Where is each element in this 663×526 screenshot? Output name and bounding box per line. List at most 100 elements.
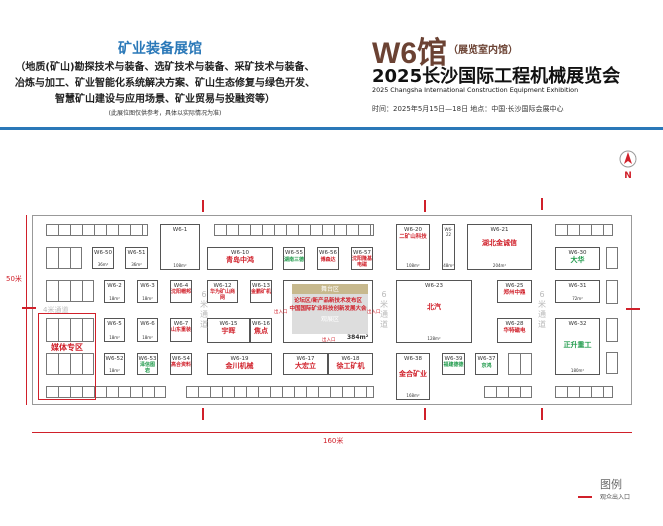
entrance-arrow-icon	[202, 408, 204, 420]
booth-exhibitor: 大宏立	[295, 362, 316, 370]
booth-area: 18m²	[109, 335, 120, 340]
booth-exhibitor: 宇晖	[221, 327, 236, 335]
booth-exhibitor: 沈阳帽邦	[171, 289, 192, 295]
booth-id: W6-51	[127, 250, 146, 256]
small-booth-row[interactable]	[46, 318, 94, 342]
booth-id: W6-7	[173, 321, 189, 327]
small-booth-row[interactable]	[508, 353, 532, 375]
booth-id: W6-17	[296, 356, 315, 362]
booth-area: 204m²	[492, 263, 507, 268]
small-booth-row[interactable]	[46, 247, 82, 269]
booth-area: 18m²	[142, 335, 153, 340]
booth-id: W6-55	[285, 250, 303, 256]
booth-id: W6-56	[319, 250, 337, 256]
booth-exhibitor: 北汽	[427, 303, 441, 311]
booth-id: W6-20	[404, 227, 422, 233]
booth-area: 18m²	[142, 296, 153, 301]
width-dimension-line	[32, 432, 632, 433]
legend-entrance: 观众出入口	[600, 494, 631, 501]
booth-id: W6-57	[353, 250, 371, 256]
entrance-arrow-icon	[424, 200, 426, 212]
booth-id: W6-32	[568, 321, 587, 327]
small-booth-row[interactable]	[46, 386, 166, 398]
booth-exhibitor: 郑州中鼎	[503, 290, 526, 296]
small-booth-row[interactable]	[46, 280, 94, 302]
booth-exhibitor: 博森达	[320, 257, 336, 263]
booth-area: 48m²	[443, 263, 454, 268]
small-booth-row[interactable]	[186, 386, 374, 398]
time-location: 时间：2025年5月15日—18日 地点：中国·长沙国际会展中心	[372, 105, 564, 113]
viewing-area-label: 观展区	[320, 316, 339, 323]
aisle-6m-label: 6米通道	[538, 290, 546, 329]
width-dimension: 160米	[323, 437, 344, 445]
booth-exhibitor: 高合资料	[171, 362, 192, 368]
booth-id: W6-13	[252, 283, 270, 289]
small-booth-row[interactable]	[555, 386, 613, 398]
small-booth-row[interactable]	[214, 224, 374, 236]
booth-area: 168m²	[406, 393, 420, 398]
booth-id: W6-6	[140, 321, 155, 327]
small-booth-row[interactable]	[606, 318, 618, 342]
small-booth-row[interactable]	[606, 352, 618, 374]
entrance-arrow-icon	[424, 408, 426, 420]
small-booth-row[interactable]	[46, 353, 94, 375]
forum-area: 384m²	[347, 334, 369, 341]
booth-area: 128m²	[427, 336, 441, 341]
booth-area: 36m²	[97, 262, 109, 267]
booth-exhibitor: 沈阳隆基电磁	[352, 256, 373, 268]
small-booth-row[interactable]	[606, 247, 618, 269]
booth-id: W6-19	[230, 356, 249, 362]
small-booth-row[interactable]	[555, 224, 613, 236]
booth-id: W6-15	[219, 321, 238, 327]
media-zone[interactable]: 媒体专区	[38, 313, 96, 400]
small-booth-row[interactable]	[46, 224, 148, 236]
booth-exhibitor: 金鹏矿机	[251, 289, 272, 295]
compass: N	[619, 150, 637, 181]
booth-id: W6-1	[172, 227, 188, 233]
entrance-arrow-icon	[22, 307, 36, 309]
entrance-arrow-icon	[578, 496, 592, 498]
booth-id: W6-30	[568, 250, 587, 256]
hall-name: W6馆	[372, 37, 447, 70]
booth-exhibitor: 二矿山科技	[399, 234, 427, 240]
small-booth-row[interactable]	[606, 280, 618, 304]
entrance-label: 出入口	[322, 338, 336, 343]
booth-id: W6-21	[490, 227, 509, 233]
small-booth-row[interactable]	[484, 386, 532, 398]
booth[interactable]: W6-6 18m²	[137, 318, 158, 342]
